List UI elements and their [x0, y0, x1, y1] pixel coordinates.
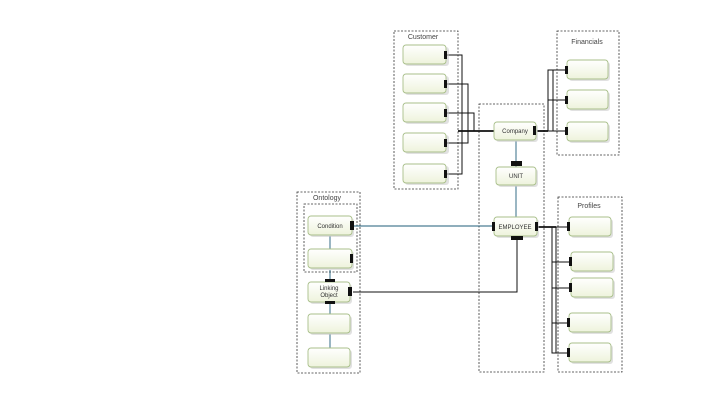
- unit-label: UNIT: [509, 174, 523, 180]
- profiles-node-2[interactable]: [569, 251, 615, 273]
- financials-group: Financials: [556, 30, 620, 156]
- profiles-connector-2: [551, 227, 570, 263]
- company-label: Company: [502, 129, 528, 135]
- profiles-group: Profiles: [557, 196, 623, 373]
- ontology-node-2[interactable]: [307, 248, 354, 270]
- linking-object-node[interactable]: Linking Object: [307, 279, 352, 304]
- customer-node-2[interactable]: [402, 73, 449, 95]
- customer-connector-5: [446, 131, 463, 175]
- customer-connector-4: [446, 131, 469, 144]
- profiles-node-5[interactable]: [567, 342, 613, 364]
- linking-object-label-line1: Linking: [319, 286, 338, 292]
- financials-group-label: Financials: [571, 39, 603, 46]
- profiles-connector-5: [551, 227, 568, 354]
- customer-group: Customer: [393, 30, 459, 190]
- customer-node-3[interactable]: [402, 102, 449, 124]
- profiles-connector-3: [551, 227, 570, 289]
- connectors: [329, 54, 570, 354]
- center-column-frame: [478, 103, 545, 373]
- ontology-node-5[interactable]: [307, 347, 352, 369]
- customer-node-1[interactable]: [402, 44, 449, 66]
- customer-connector-2: [446, 83, 469, 131]
- employee-label: EMPLOYEE: [498, 225, 531, 231]
- customer-group-label: Customer: [408, 34, 439, 41]
- ontology-node-4[interactable]: [307, 313, 352, 335]
- profiles-group-label: Profiles: [577, 203, 601, 210]
- unit-node[interactable]: UNIT: [495, 161, 538, 187]
- ontology-group-frame: [296, 191, 361, 374]
- financials-group-frame: [556, 30, 620, 156]
- profiles-connector-4: [551, 227, 568, 324]
- ontology-inner-frame: [303, 203, 358, 273]
- financials-node-2[interactable]: [565, 89, 610, 111]
- customer-group-frame: [393, 30, 459, 190]
- company-node[interactable]: Company: [493, 121, 538, 142]
- profiles-node-4[interactable]: [567, 312, 613, 334]
- customer-node-4[interactable]: [402, 132, 449, 154]
- condition-label: Condition: [317, 224, 342, 230]
- linking-to-employee-connector: [353, 238, 518, 293]
- profiles-node-1[interactable]: [567, 216, 613, 238]
- center-column-group: [478, 103, 545, 373]
- financials-node-1[interactable]: [565, 59, 610, 81]
- profiles-group-frame: [557, 196, 623, 373]
- ontology-group: Ontology: [296, 191, 361, 374]
- employee-node[interactable]: EMPLOYEE: [492, 216, 539, 240]
- financials-node-3[interactable]: [565, 121, 610, 143]
- profiles-node-3[interactable]: [569, 277, 615, 299]
- linking-object-label-line2: Object: [320, 293, 338, 299]
- financials-connector-2: [547, 99, 566, 131]
- customer-connector-3: [446, 112, 475, 131]
- condition-node[interactable]: Condition: [307, 215, 354, 237]
- customer-connector-1: [446, 54, 463, 131]
- ontology-group-label: Ontology: [313, 195, 342, 202]
- customer-node-5[interactable]: [402, 163, 449, 185]
